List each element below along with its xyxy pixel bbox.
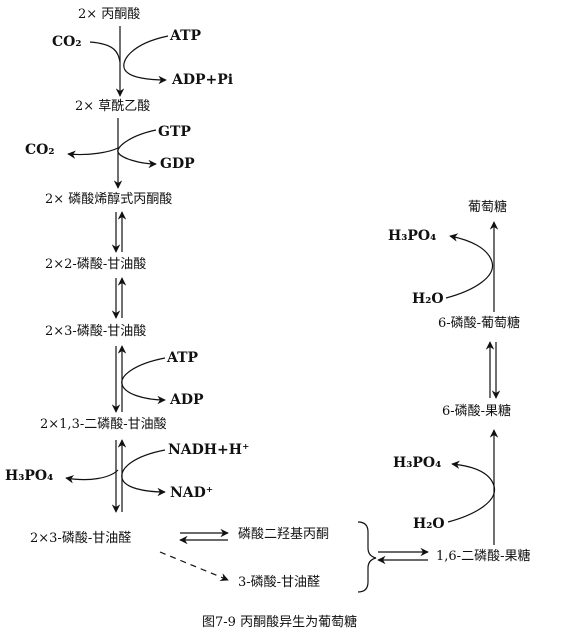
nad-label: NAD⁺ [170,485,213,501]
adp-label: ADP [169,392,204,408]
arrow-atp-adp [123,35,169,85]
arrow-h2o-h3po4-bottom [447,460,496,523]
h3po4-label-top: H₃PO₄ [388,228,436,244]
gap-label: 2×3-磷酸-甘油醛 [30,530,131,546]
oxaloacetate-label: 2× 草酰乙酸 [75,99,150,114]
glucose-label: 葡萄糖 [468,199,507,215]
co2-in-label: CO₂ [52,34,81,50]
figure-caption: 图7-9 丙酮酸异生为葡萄糖 [202,614,357,630]
h2o-label-bottom: H₂O [413,516,445,532]
h2o-label-top: H₂O [412,291,444,307]
3pg-label: 2×3-磷酸-甘油酸 [45,324,146,339]
arrow-co2-in [89,41,121,63]
gdp-label: GDP [160,156,195,172]
arrow-co2-out [67,147,119,159]
pyruvate-label: 2× 丙酮酸 [78,7,140,22]
atp-label-1: ATP [169,28,202,44]
pep-label: 2× 磷酸烯醇式丙酮酸 [45,191,172,207]
2pg-label: 2×2-磷酸-甘油酸 [45,257,146,272]
right-arrows [445,221,501,545]
arrow-h3po4-left [65,469,119,484]
h3po4-label-left: H₃PO₄ [5,468,53,484]
g6p-label: 6-磷酸-葡萄糖 [438,315,520,331]
arrow-atp-adp-2 [121,357,166,405]
arrow-gap-dashed [159,551,229,582]
left-arrows [65,26,429,593]
f6p-label: 6-磷酸-果糖 [442,403,511,419]
gap-single-label: 3-磷酸-甘油醛 [238,574,320,590]
arrow-gtp-gdp [117,129,157,169]
atp-label-2: ATP [166,350,199,366]
arrow-nadh-nad [121,449,166,497]
co2-out-label: CO₂ [25,142,54,158]
dhap-label: 磷酸二羟基丙酮 [238,527,329,542]
nadh-label: NADH+H⁺ [168,442,249,458]
triose-brace [357,521,377,593]
gtp-label: GTP [158,124,191,140]
bpg-label: 2×1,3-二磷酸-甘油酸 [40,417,167,432]
arrow-h2o-h3po4-top [445,233,494,299]
fbp-label: 1,6-二磷酸-果糖 [436,548,530,564]
h3po4-label-bottom: H₃PO₄ [393,455,441,471]
adp-pi-label: ADP+Pi [171,72,233,88]
